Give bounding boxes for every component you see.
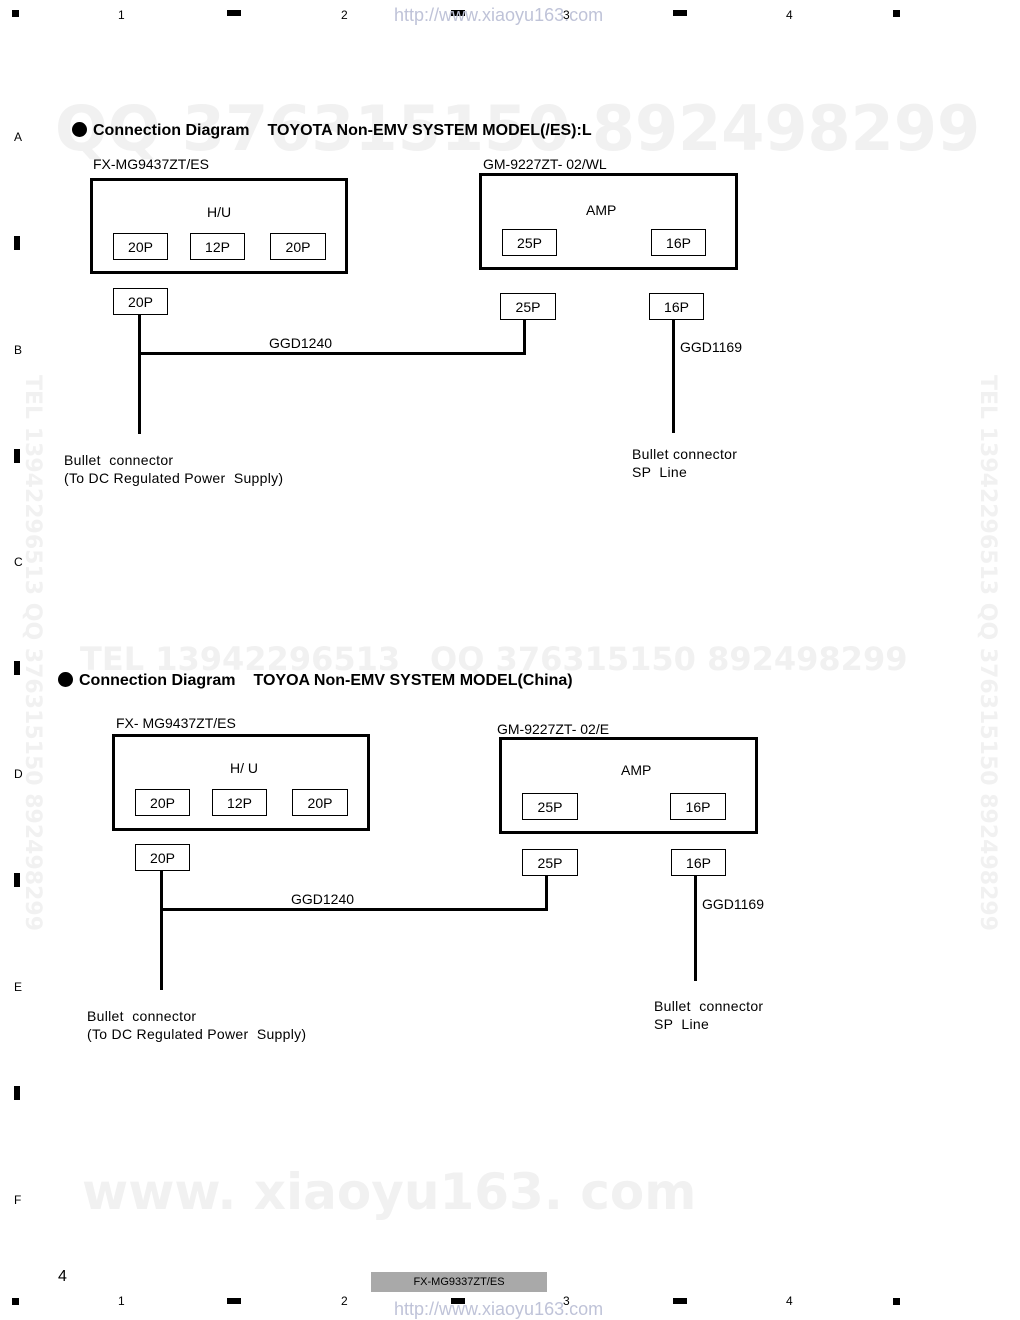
column-divider-mark [227, 1298, 241, 1304]
hu-connector-20p: 20P [270, 233, 326, 260]
column-number: 2 [341, 8, 348, 22]
row-divider-mark [14, 661, 20, 675]
hu-connector-12p: 12P [190, 233, 245, 260]
harness-plug-25p: 25P [500, 293, 556, 320]
hu-connector-20p: 20P [135, 789, 190, 816]
diagram-title-model: TOYOTA Non-EMV SYSTEM MODEL(/ES):L [267, 122, 592, 139]
cable-line [545, 876, 548, 911]
corner-mark [12, 10, 19, 17]
hu-connector-12p: 12P [212, 789, 267, 816]
cable-label-main: GGD1240 [291, 891, 355, 907]
head-unit-model: FX- MG9437ZT/ES [116, 715, 236, 731]
speaker-line-note: Bullet connector SP Line [654, 998, 764, 1032]
amp-connector-25p: 25P [522, 793, 578, 820]
cable-line [694, 876, 697, 981]
power-supply-note: Bullet connector (To DC Regulated Power … [87, 1008, 307, 1042]
amp-model: GM-9227ZT- 02/E [497, 721, 610, 737]
column-divider-mark [673, 1298, 687, 1304]
cable-label-sp: GGD1169 [680, 339, 742, 355]
head-unit-label: H/U [207, 204, 232, 220]
column-number: 4 [786, 8, 793, 22]
harness-plug-20p: 20P [135, 844, 190, 871]
diagram-title-label: Connection Diagram [93, 122, 250, 139]
cable-label-main: GGD1240 [269, 335, 333, 351]
power-supply-note: Bullet connector (To DC Regulated Power … [64, 452, 284, 486]
model-tag: FX-MG9337ZT/ES [371, 1272, 547, 1292]
amp-label: AMP [621, 762, 652, 778]
column-number: 1 [118, 1294, 125, 1308]
hu-connector-20p: 20P [292, 789, 348, 816]
bullet-icon [58, 672, 73, 687]
head-unit-model: FX-MG9437ZT/ES [93, 156, 209, 172]
amp-connector-25p: 25P [502, 229, 557, 256]
amp-connector-16p: 16P [670, 793, 726, 820]
head-unit-label: H/ U [230, 760, 258, 776]
speaker-line-note: Bullet connector SP Line [632, 446, 738, 480]
watermark-side-right: TEL 13942296513 QQ 376315150 892498299 [975, 375, 1000, 932]
column-number: 4 [786, 1294, 793, 1308]
header-url-link[interactable]: http://www.xiaoyu163.com [394, 5, 604, 25]
row-letter: A [14, 130, 23, 144]
cable-line [160, 908, 548, 911]
harness-plug-16p: 16P [649, 293, 704, 320]
column-number: 3 [563, 8, 570, 22]
cable-line [523, 320, 526, 355]
column-number: 1 [118, 8, 125, 22]
harness-plug-25p: 25P [522, 849, 578, 876]
row-letter: F [14, 1193, 22, 1207]
cable-line [138, 315, 141, 434]
watermark-qq-top: QQ 376315150 892498299 [55, 92, 981, 165]
amp-label: AMP [586, 202, 617, 218]
head-unit-box [112, 734, 370, 831]
row-letter: E [14, 980, 23, 994]
cable-line [160, 871, 163, 990]
column-divider-mark [451, 1298, 465, 1304]
column-number: 3 [563, 1294, 570, 1308]
watermark-tel-mid: TEL 13942296513 [80, 640, 401, 678]
row-letter: B [14, 343, 23, 357]
head-unit-box [90, 178, 348, 274]
cable-label-sp: GGD1169 [702, 896, 764, 912]
row-divider-mark [14, 873, 20, 887]
diagram-title: Connection Diagram TOYOA Non-EMV SYSTEM M… [58, 672, 573, 690]
column-divider-mark [673, 10, 687, 16]
amp-model: GM-9227ZT- 02/WL [483, 156, 607, 172]
page-number: 4 [58, 1268, 67, 1285]
corner-mark [893, 1298, 900, 1305]
harness-plug-16p: 16P [671, 849, 726, 876]
diagram-title-label: Connection Diagram [79, 672, 236, 689]
column-divider-mark [227, 10, 241, 16]
footer-url-link[interactable]: http://www.xiaoyu163.com [394, 1299, 604, 1319]
bullet-icon [72, 122, 87, 137]
watermark-side-left: TEL 13942296513 QQ 376315150 892498299 [20, 375, 45, 932]
column-number: 2 [341, 1294, 348, 1308]
row-divider-mark [14, 449, 20, 463]
cable-line [672, 320, 675, 433]
amp-box [479, 173, 738, 270]
diagram-title-model: TOYOA Non-EMV SYSTEM MODEL(China) [253, 672, 573, 689]
amp-box [499, 737, 758, 834]
row-divider-mark [14, 236, 20, 250]
watermark-qq-mid: QQ 376315150 892498299 [430, 640, 908, 678]
amp-connector-16p: 16P [651, 229, 706, 256]
corner-mark [893, 10, 900, 17]
row-letter: C [14, 555, 23, 569]
diagram-title: Connection Diagram TOYOTA Non-EMV SYSTEM … [72, 122, 592, 140]
corner-mark [12, 1298, 19, 1305]
hu-connector-20p: 20P [113, 233, 168, 260]
harness-plug-20p: 20P [113, 288, 168, 315]
row-divider-mark [14, 1086, 20, 1100]
column-divider-mark [451, 10, 465, 16]
cable-line [138, 352, 526, 355]
row-letter: D [14, 767, 23, 781]
watermark-www-bottom: www. xiaoyu163. com [82, 1163, 697, 1221]
